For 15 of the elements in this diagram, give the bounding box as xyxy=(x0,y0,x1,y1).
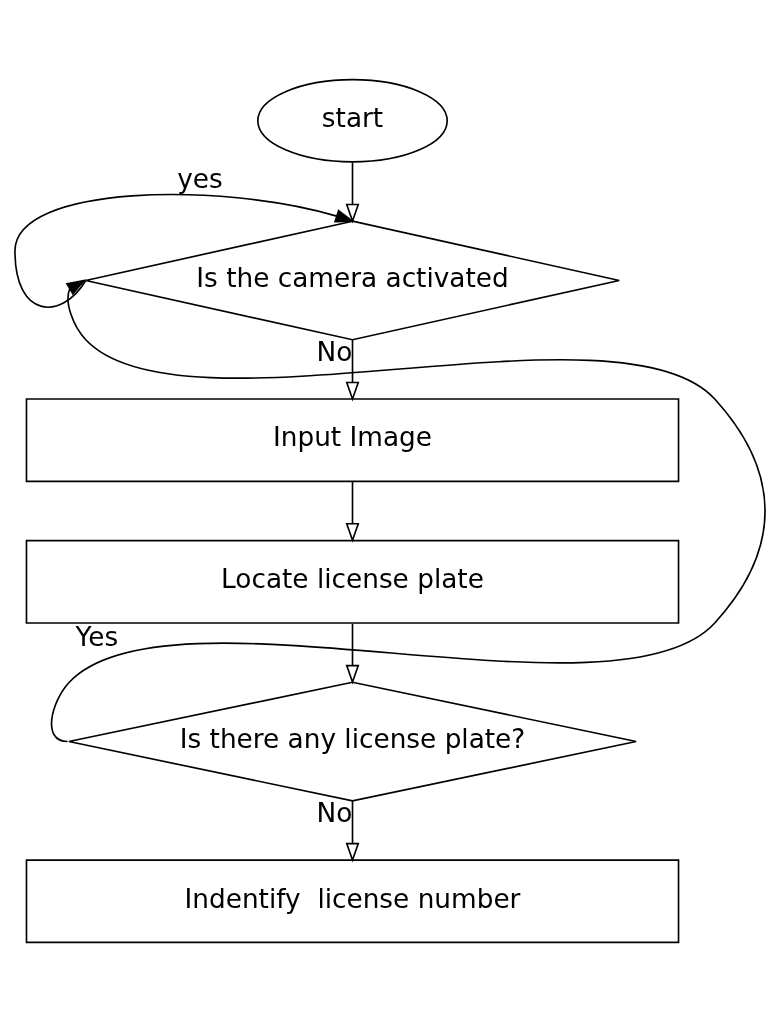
arrow xyxy=(345,161,360,223)
arrow xyxy=(345,622,360,685)
node-ellipse: start xyxy=(257,78,448,163)
arrow xyxy=(345,338,360,401)
arrow xyxy=(345,799,360,863)
arrow xyxy=(50,278,766,742)
node-box: Indentify license number xyxy=(25,858,680,943)
arrow xyxy=(14,193,355,308)
node-diamond: Is the camera activated xyxy=(84,219,621,341)
edge-label: Yes xyxy=(75,621,119,652)
node-box: Input Image xyxy=(25,397,680,482)
arrow xyxy=(345,480,360,543)
node-diamond: Is there any license plate? xyxy=(68,680,637,802)
node-box: Locate license plate xyxy=(25,539,680,624)
edge-label: yes xyxy=(177,163,223,194)
